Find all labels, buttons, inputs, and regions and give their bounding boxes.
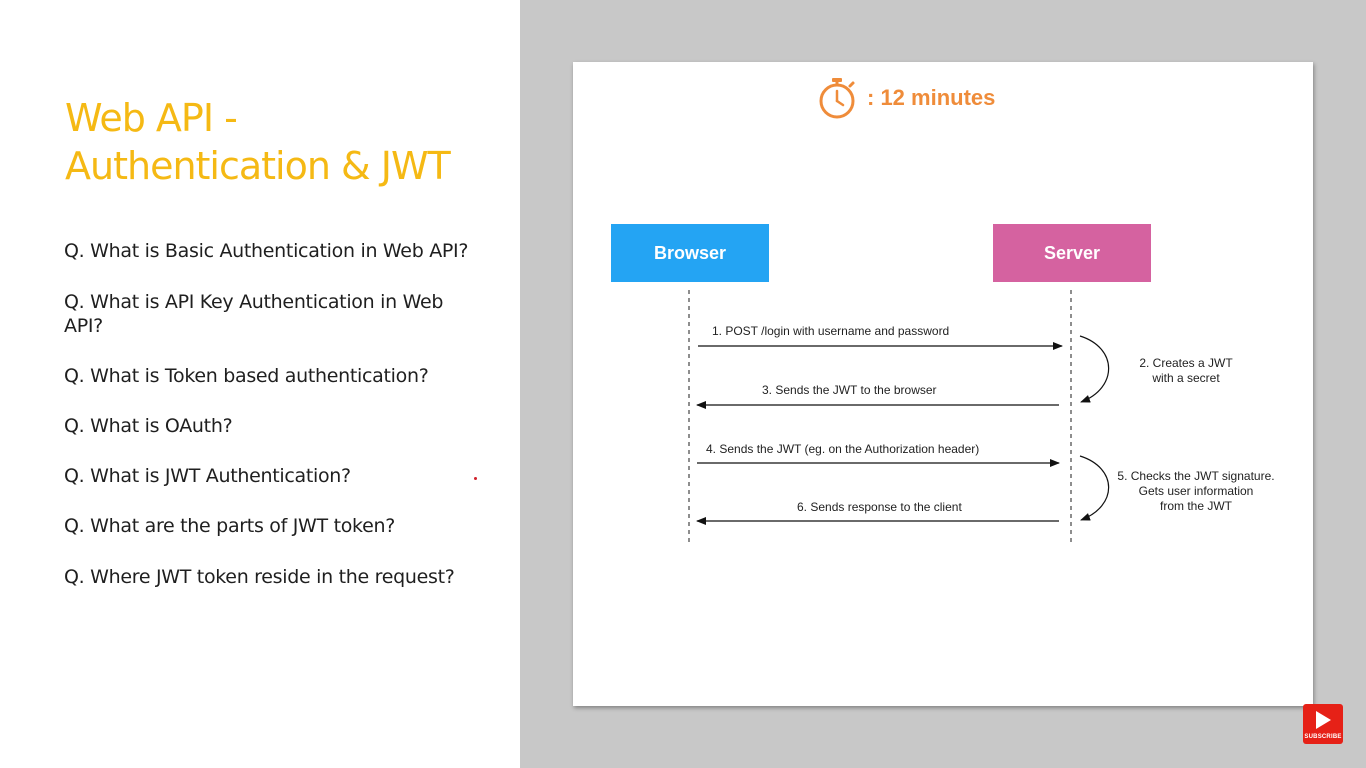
note-step-2: 2. Creates a JWT with a secret — [1126, 356, 1246, 386]
question-item: Q. What is Token based authentication? — [64, 365, 429, 387]
slide-title: Web API - Authentication & JWT — [65, 94, 505, 190]
question-item: Q. Where JWT token reside in the request… — [64, 566, 455, 588]
note-step-5: 5. Checks the JWT signature. Gets user i… — [1112, 469, 1280, 514]
slide-title-line-2: Authentication & JWT — [65, 144, 451, 188]
note-step-5-line: Gets user information — [1138, 484, 1254, 498]
self-arrow-step-5 — [1079, 455, 1110, 521]
server-actor-box: Server — [993, 224, 1151, 282]
message-label-6: 6. Sends response to the client — [797, 500, 962, 514]
note-step-5-line: from the JWT — [1159, 499, 1232, 513]
message-label-4: 4. Sends the JWT (eg. on the Authorizati… — [706, 442, 980, 456]
timer: : 12 minutes — [817, 76, 995, 120]
browser-actor-box: Browser — [611, 224, 769, 282]
slide-title-line-1: Web API - — [65, 96, 238, 140]
note-step-2-line: with a secret — [1152, 371, 1220, 385]
note-step-2-line: 2. Creates a JWT — [1139, 356, 1233, 370]
browser-actor-label: Browser — [653, 242, 727, 263]
stopwatch-icon — [819, 78, 855, 119]
self-arrow-step-2 — [1079, 335, 1110, 403]
question-item: Q. What is API Key Authentication in Web… — [64, 291, 444, 337]
question-item: Q. What is Basic Authentication in Web A… — [64, 240, 469, 262]
message-label-3: 3. Sends the JWT to the browser — [762, 383, 937, 397]
slide-text-pane — [0, 0, 520, 768]
question-item: Q. What is OAuth? — [64, 415, 233, 437]
server-actor-label: Server — [1043, 242, 1101, 263]
youtube-subscribe-icon[interactable]: SUBSCRIBE — [1303, 704, 1343, 744]
diagram-card — [573, 62, 1313, 706]
timer-label: : 12 minutes — [867, 85, 996, 110]
question-item: Q. What is JWT Authentication? — [64, 465, 351, 487]
play-icon — [1316, 711, 1331, 729]
message-label-1: 1. POST /login with username and passwor… — [712, 324, 950, 338]
note-step-5-line: 5. Checks the JWT signature. — [1117, 469, 1275, 483]
subscribe-label: SUBSCRIBE — [1304, 734, 1342, 740]
question-item: Q. What are the parts of JWT token? — [64, 515, 395, 537]
laser-pointer-dot — [474, 477, 477, 480]
